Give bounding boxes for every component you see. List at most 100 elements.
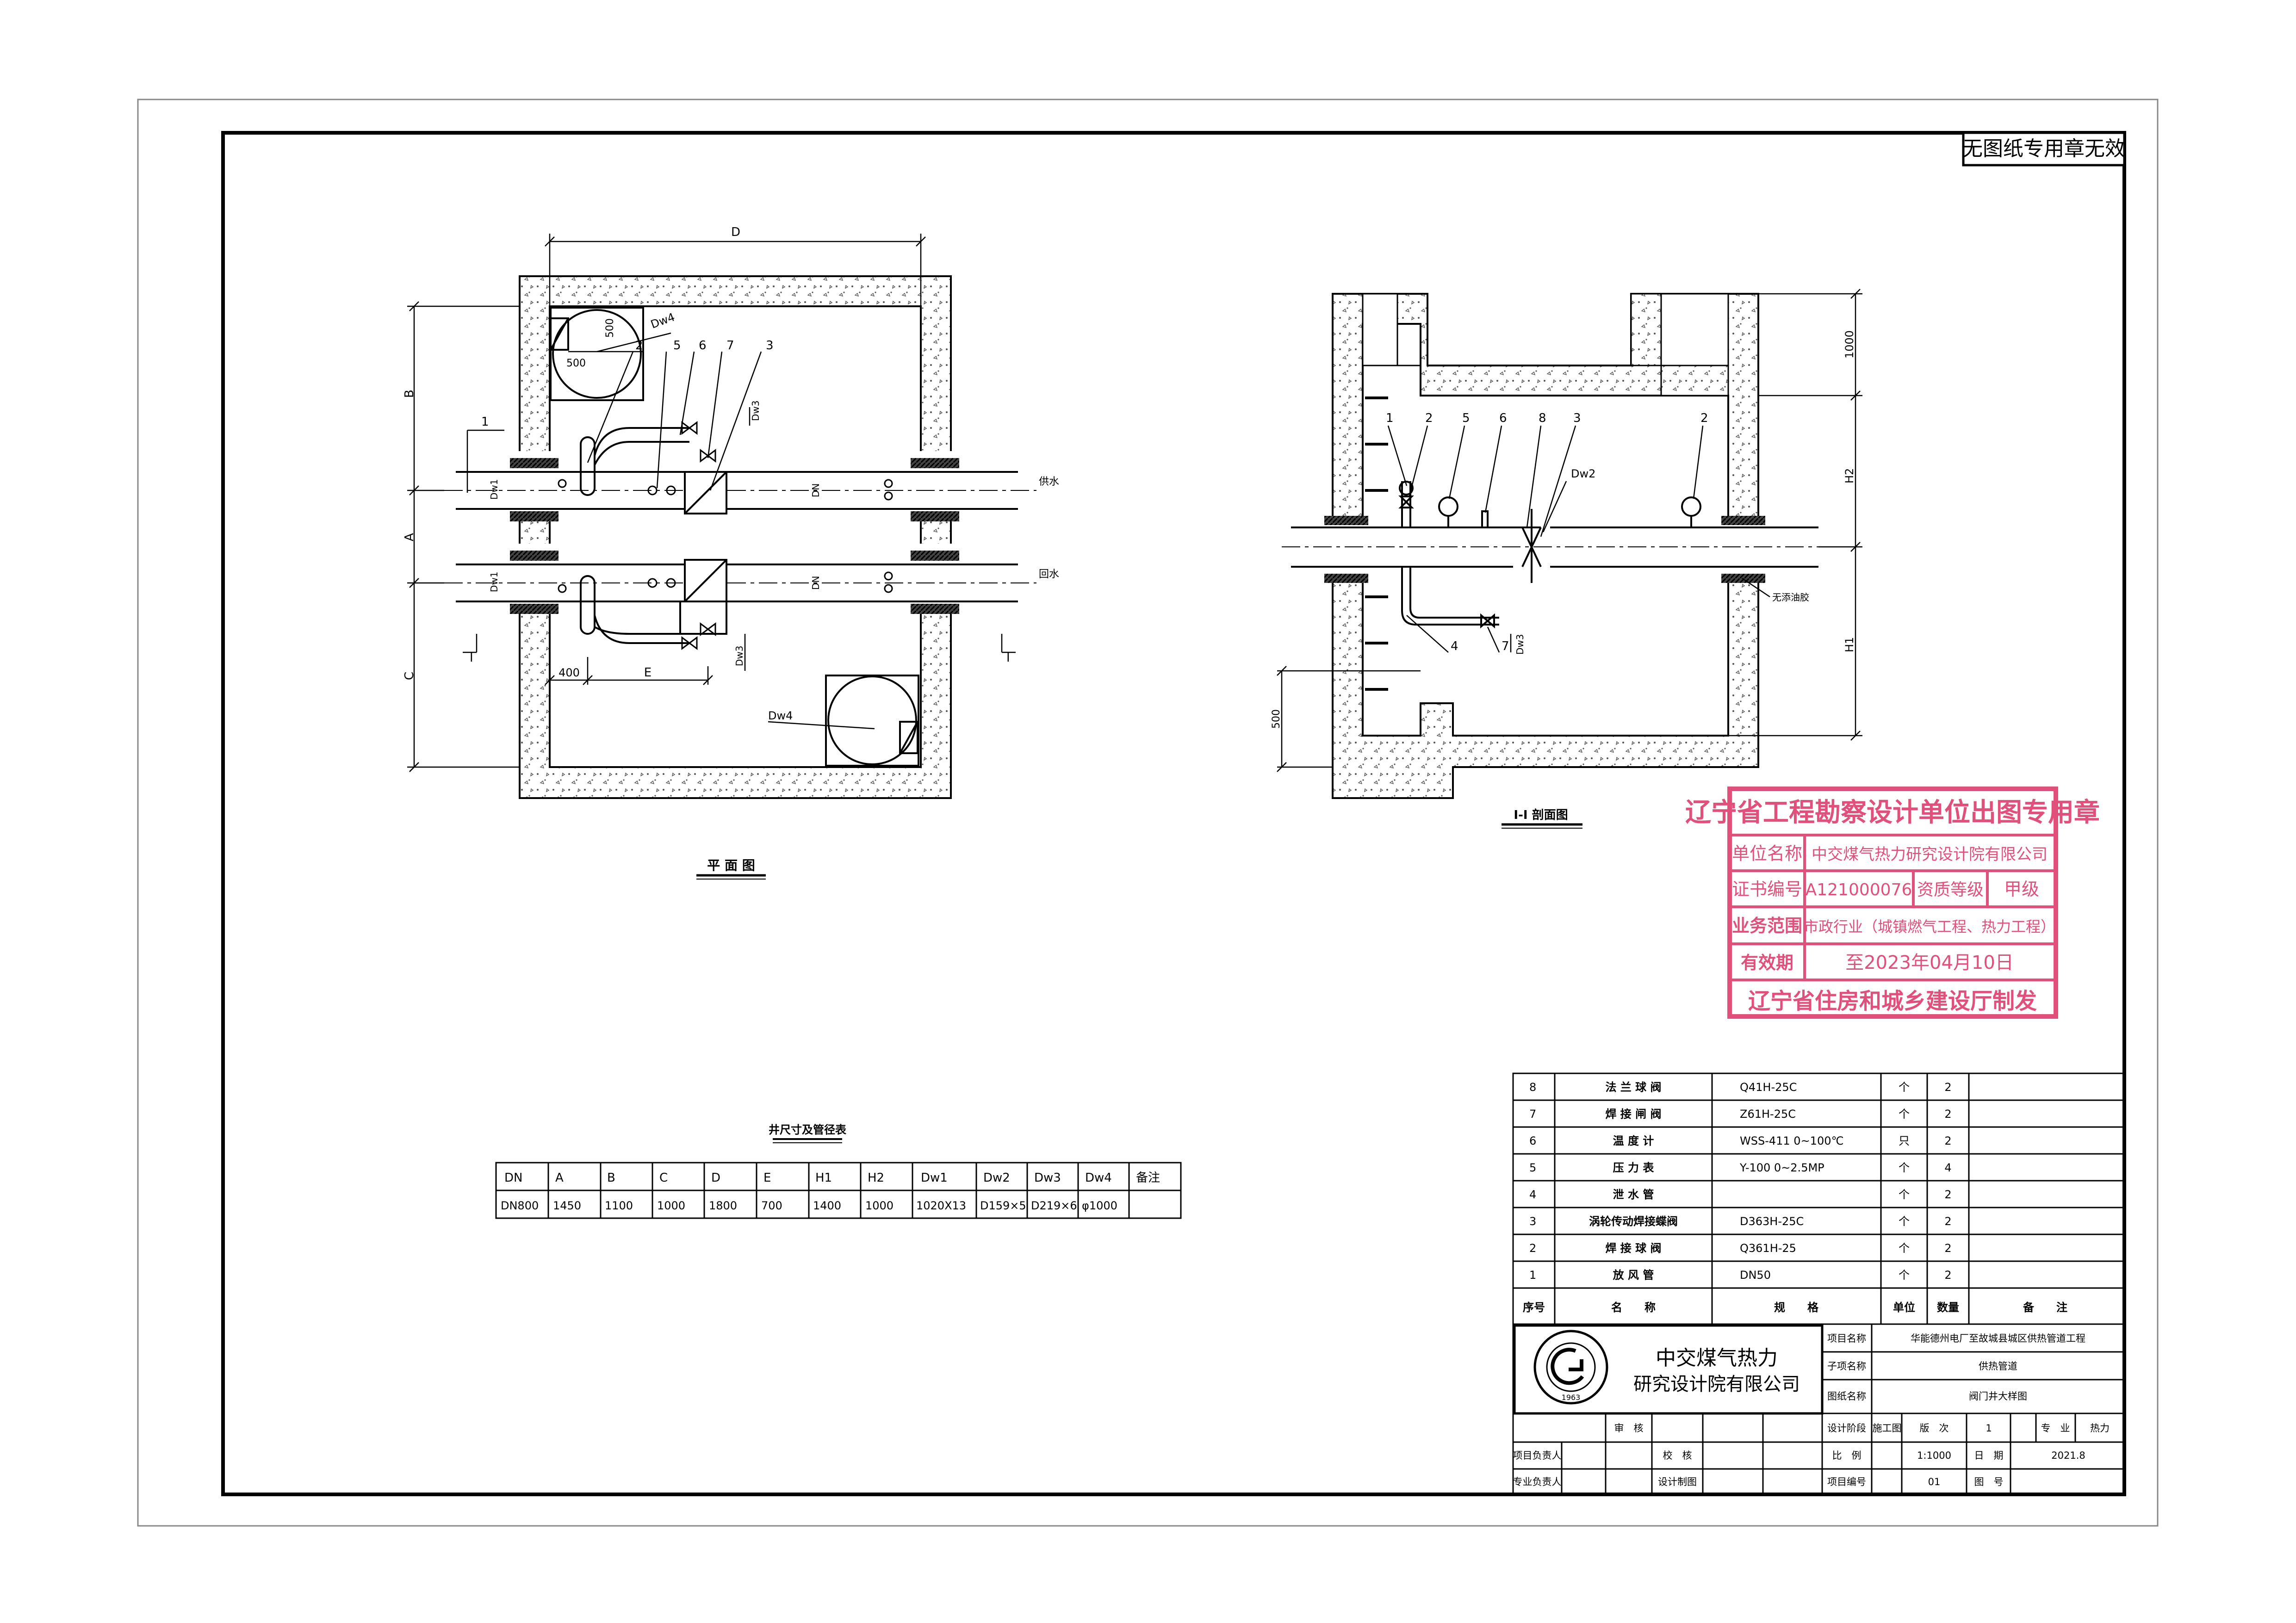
plan-section-mark-left: I xyxy=(470,651,473,665)
svg-text:个: 个 xyxy=(1899,1242,1910,1255)
svg-text:5: 5 xyxy=(1529,1161,1536,1174)
label-no: 项目编号 xyxy=(1827,1476,1866,1487)
plan-butterfly-valves xyxy=(679,471,727,635)
stamp-value-2b: 甲级 xyxy=(2004,879,2039,899)
company-logo xyxy=(1533,1330,1608,1405)
plan-dw4-top: Dw4 xyxy=(649,310,676,331)
equipment-headers: 序号 名 称 规 格 单位 数量 备 注 xyxy=(1523,1301,2067,1314)
svg-text:1400: 1400 xyxy=(813,1199,841,1212)
company-name-2: 研究设计院有限公司 xyxy=(1633,1374,1800,1395)
svg-text:7: 7 xyxy=(726,339,734,353)
svg-text:2: 2 xyxy=(1944,1242,1951,1255)
plan-dn-bottom: DN xyxy=(810,576,821,590)
plan-gauges xyxy=(558,479,893,593)
stamp-value-3: 市政行业（城镇燃气工程、热力工程） xyxy=(1804,918,2055,935)
plan-title: 平 面 图 xyxy=(707,858,755,873)
dim-table-row: DN800 1450 1100 1000 1800 700 1400 1000 … xyxy=(501,1199,1117,1212)
svg-text:φ1000: φ1000 xyxy=(1082,1199,1117,1212)
section-dw3: Dw3 xyxy=(1514,634,1526,655)
svg-text:个: 个 xyxy=(1899,1188,1910,1201)
label-project: 项目名称 xyxy=(1827,1333,1866,1344)
plan-dw1-top: Dw1 xyxy=(489,479,500,500)
plan-dim-500-v: 500 xyxy=(604,318,616,338)
plan-leaders xyxy=(463,332,1016,730)
label-check: 校 核 xyxy=(1663,1450,1692,1461)
logo-year: 1963 xyxy=(1562,1393,1581,1402)
plan-dim-A: A xyxy=(403,533,416,541)
label-design: 设计制图 xyxy=(1658,1476,1697,1487)
svg-text:3: 3 xyxy=(1529,1215,1536,1228)
plan-dim-400: 400 xyxy=(558,666,580,679)
date-value: 2021.8 xyxy=(2051,1450,2085,1461)
stage-value: 施工图 xyxy=(1873,1423,1902,1434)
plan-dim-D: D xyxy=(731,225,740,239)
outer-frame xyxy=(137,99,2159,1527)
equipment-rows: 8 法 兰 球 阀 Q41H-25C 个 2 7 焊 接 闸 阀 Z61H-25… xyxy=(1529,1081,1952,1282)
svg-text:A: A xyxy=(555,1171,564,1185)
label-version: 版 次 xyxy=(1920,1423,1949,1434)
label-drawno: 图 号 xyxy=(1974,1476,2004,1487)
plan-supply-label: 供水 xyxy=(1039,476,1059,488)
section-callouts-top: 1 2 5 6 8 3 2 xyxy=(1386,411,1708,425)
svg-text:备 注: 备 注 xyxy=(2023,1301,2067,1314)
svg-text:备注: 备注 xyxy=(1136,1171,1160,1185)
svg-text:4: 4 xyxy=(1451,639,1458,653)
notice-text: 无图纸专用章无效 xyxy=(1962,137,2125,161)
svg-text:2: 2 xyxy=(1944,1269,1951,1282)
svg-text:2: 2 xyxy=(1944,1108,1951,1121)
svg-text:H2: H2 xyxy=(868,1171,884,1185)
notice-box xyxy=(1962,131,2126,167)
stamp-label-2b: 资质等级 xyxy=(1917,880,1984,899)
label-drawing: 图纸名称 xyxy=(1827,1391,1866,1402)
scale-value: 1:1000 xyxy=(1917,1450,1951,1461)
label-lead: 专业负责人 xyxy=(1513,1476,1562,1487)
svg-text:D363H-25C: D363H-25C xyxy=(1740,1215,1804,1228)
svg-text:放 风 管: 放 风 管 xyxy=(1613,1269,1654,1282)
section-note: 无添油胶 xyxy=(1772,592,1809,603)
svg-text:WSS-411 0~100℃: WSS-411 0~100℃ xyxy=(1740,1134,1843,1147)
stamp-label-3: 业务范围 xyxy=(1732,916,1802,936)
svg-text:1: 1 xyxy=(481,415,489,429)
svg-text:5: 5 xyxy=(1462,411,1470,425)
plan-dim-C: C xyxy=(403,672,416,680)
svg-text:Z61H-25C: Z61H-25C xyxy=(1740,1108,1796,1121)
section-dim-1000: 1000 xyxy=(1843,330,1856,359)
svg-text:DN800: DN800 xyxy=(501,1199,539,1212)
plan-return-label: 回水 xyxy=(1039,569,1059,580)
svg-text:2: 2 xyxy=(1944,1081,1951,1094)
stamp-title: 辽宁省工程勘察设计单位出图专用章 xyxy=(1685,798,2100,828)
return-pipe xyxy=(444,564,1036,602)
svg-text:Dw4: Dw4 xyxy=(1085,1171,1112,1185)
section-view: 1000 H2 H1 500 1 2 5 6 8 3 2 xyxy=(1271,289,1862,829)
company-name-1: 中交煤气热力 xyxy=(1656,1346,1778,1370)
major-value: 热力 xyxy=(2090,1423,2110,1434)
section-vent-drain xyxy=(1398,481,1701,629)
plan-dw3-bottom: Dw3 xyxy=(734,646,745,666)
svg-text:8: 8 xyxy=(1529,1081,1536,1094)
svg-text:4: 4 xyxy=(1944,1161,1951,1174)
section-dim-H1: H1 xyxy=(1843,637,1856,652)
svg-text:2: 2 xyxy=(1529,1242,1536,1255)
svg-text:压 力 表: 压 力 表 xyxy=(1613,1161,1655,1174)
no-value: 01 xyxy=(1928,1476,1941,1487)
label-major: 专 业 xyxy=(2041,1423,2070,1434)
svg-text:2: 2 xyxy=(1425,411,1433,425)
svg-text:涡轮传动焊接蝶阀: 涡轮传动焊接蝶阀 xyxy=(1589,1215,1678,1228)
svg-text:只: 只 xyxy=(1899,1134,1910,1147)
svg-text:规 格: 规 格 xyxy=(1774,1301,1819,1314)
svg-text:Dw1: Dw1 xyxy=(921,1171,948,1185)
plan-manholes xyxy=(550,307,919,767)
section-dimensions xyxy=(1277,289,1862,772)
svg-text:1020X13: 1020X13 xyxy=(916,1199,966,1212)
plan-dn-top: DN xyxy=(810,483,821,497)
svg-text:单位: 单位 xyxy=(1893,1301,1915,1314)
svg-text:8: 8 xyxy=(1539,411,1546,425)
svg-text:DN50: DN50 xyxy=(1740,1269,1771,1282)
svg-text:7: 7 xyxy=(1529,1108,1536,1121)
label-date: 日 期 xyxy=(1974,1450,2004,1461)
label-sub: 子项名称 xyxy=(1827,1361,1866,1372)
svg-text:Dw3: Dw3 xyxy=(1034,1171,1061,1185)
plan-view: D B A C 400 E 500 500 1 2 5 6 7 xyxy=(403,225,1059,880)
svg-text:1800: 1800 xyxy=(709,1199,737,1212)
svg-text:C: C xyxy=(659,1171,668,1185)
